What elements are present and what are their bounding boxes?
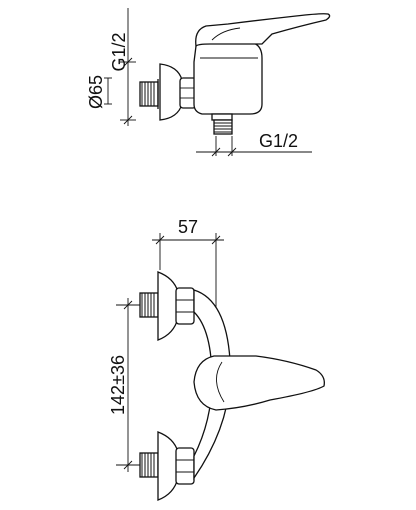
- outlet-thread-label: G1/2: [259, 131, 298, 151]
- upper-connection: [139, 271, 195, 341]
- top-lever-handle: [195, 13, 331, 48]
- top-mixer-body: [193, 38, 263, 115]
- lower-connection: [139, 431, 195, 501]
- top-inlet-thread: [139, 79, 159, 109]
- top-outlet-dimension: [196, 136, 312, 157]
- top-view: G1/2 Ø65 G1/2: [86, 8, 331, 157]
- depth-label: 57: [178, 217, 198, 237]
- top-view-dimension-lines: [104, 8, 136, 126]
- front-lever-handle: [193, 355, 325, 411]
- top-flange: [159, 63, 183, 121]
- center-distance-label: 142±36: [108, 355, 128, 415]
- flange-diameter-label: Ø65: [86, 75, 106, 109]
- inlet-thread-label: G1/2: [109, 32, 129, 71]
- top-outlet-thread: [211, 113, 233, 135]
- front-view: 57 142±36: [108, 217, 325, 501]
